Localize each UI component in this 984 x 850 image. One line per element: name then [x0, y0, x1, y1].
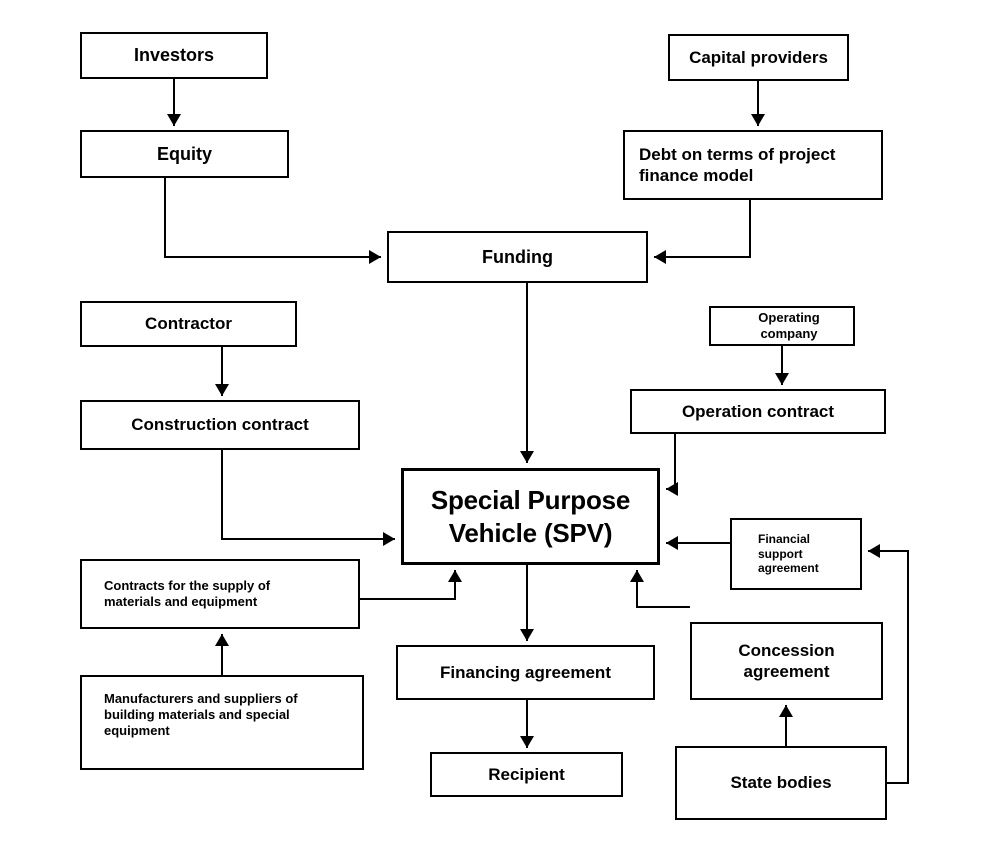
connector-finsupport-to-spv [666, 536, 730, 550]
connector-manufacturers-to-supply [215, 634, 229, 675]
connector-operation-to-spv [666, 434, 678, 496]
node-construction[interactable]: Construction contract [80, 400, 360, 450]
node-debt[interactable]: Debt on terms of project finance model [623, 130, 883, 200]
node-funding[interactable]: Funding [387, 231, 648, 283]
connector-investors-to-equity [167, 79, 181, 126]
node-label-contractor: Contractor [145, 314, 232, 334]
node-operation[interactable]: Operation contract [630, 389, 886, 434]
node-label-state_bodies: State bodies [730, 773, 832, 793]
node-label-recipient: Recipient [488, 764, 565, 784]
node-label-equity: Equity [156, 143, 212, 164]
node-label-fin_support: Financial support agreement [758, 531, 819, 576]
node-equity[interactable]: Equity [80, 130, 289, 178]
node-concession[interactable]: Concession agreement [690, 622, 883, 700]
connector-funding-to-spv [520, 283, 534, 463]
node-supply[interactable]: Contracts for the supply of materials an… [80, 559, 360, 629]
connector-statebodies-to-concession [779, 705, 793, 746]
node-capital[interactable]: Capital providers [668, 34, 849, 81]
connector-concession-to-spv [630, 570, 690, 608]
node-label-manufacturers: Manufacturers and suppliers of building … [104, 691, 298, 739]
node-label-funding: Funding [482, 246, 553, 267]
node-state_bodies[interactable]: State bodies [675, 746, 887, 820]
connector-capital-to-debt [751, 81, 765, 126]
connector-equity-to-funding [164, 178, 381, 264]
node-label-capital: Capital providers [689, 47, 828, 67]
node-label-debt: Debt on terms of project finance model [639, 144, 836, 185]
node-operating_co[interactable]: Operating company [709, 306, 855, 346]
node-recipient[interactable]: Recipient [430, 752, 623, 797]
node-spv[interactable]: Special Purpose Vehicle (SPV) [401, 468, 660, 565]
node-label-construction: Construction contract [131, 415, 309, 435]
node-label-investors: Investors [133, 45, 215, 66]
node-label-operation: Operation contract [681, 401, 835, 421]
node-label-spv: Special Purpose Vehicle (SPV) [430, 485, 631, 548]
connector-debt-to-funding [654, 200, 751, 264]
node-investors[interactable]: Investors [80, 32, 268, 79]
connector-supply-to-spv [360, 570, 462, 600]
node-contractor[interactable]: Contractor [80, 301, 297, 347]
node-label-operating_co: Operating company [758, 309, 820, 341]
node-label-financing: Financing agreement [440, 662, 611, 682]
connector-contractor-to-construction [215, 347, 229, 396]
node-fin_support[interactable]: Financial support agreement [730, 518, 862, 590]
node-financing[interactable]: Financing agreement [396, 645, 655, 700]
connector-financing-to-recipient [520, 700, 534, 748]
connector-spv-to-financing [520, 565, 534, 641]
node-manufacturers[interactable]: Manufacturers and suppliers of building … [80, 675, 364, 770]
connector-operatingco-to-operation [775, 346, 789, 385]
connector-construction-to-spv [221, 450, 395, 546]
node-label-supply: Contracts for the supply of materials an… [104, 577, 271, 609]
node-label-concession: Concession agreement [738, 640, 835, 681]
